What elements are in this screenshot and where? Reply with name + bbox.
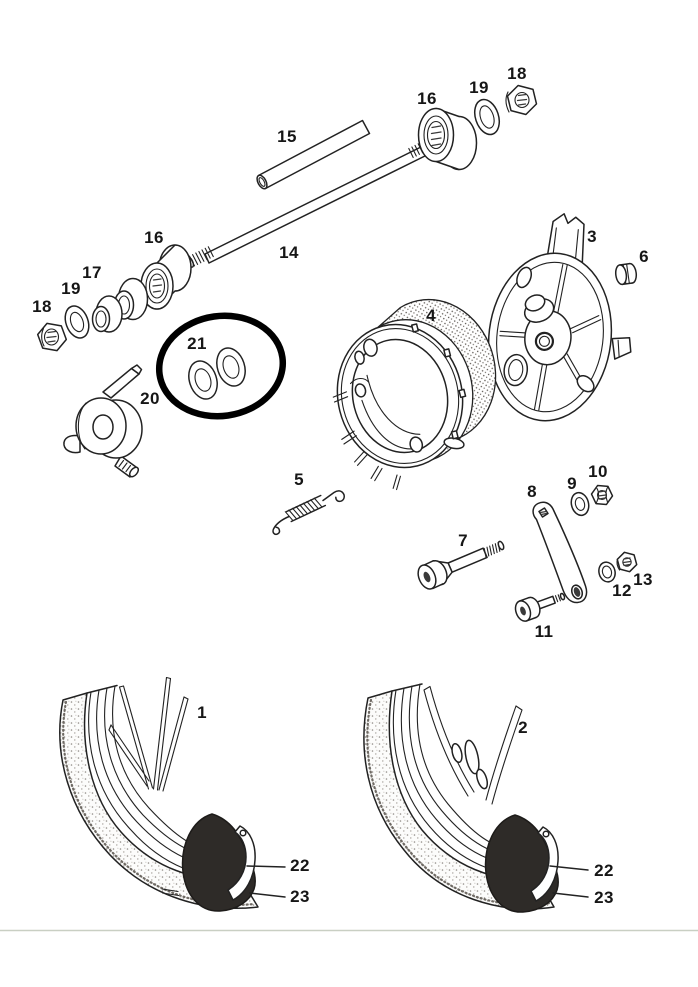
part-label-10-18: 10 [588, 462, 608, 481]
part-label-15-0: 15 [277, 127, 297, 146]
part-label-23-27: 23 [594, 888, 614, 907]
part-brake-arm-drawing [532, 501, 588, 604]
leader-23-right [552, 892, 589, 898]
part-label-6-6: 6 [639, 247, 649, 266]
part-bearing-left-drawing [140, 244, 192, 310]
part-washer-left-drawing [64, 305, 90, 339]
part-label-3-5: 3 [587, 227, 597, 246]
part-bolt-7-drawing [417, 540, 505, 590]
part-nut-10-drawing [590, 484, 614, 506]
part-washers-21-drawing [188, 347, 246, 400]
part-brake-shoes-drawing [332, 298, 497, 491]
part-label-7-15: 7 [458, 531, 468, 550]
part-label-19-2: 19 [469, 78, 489, 97]
part-label-4-13: 4 [426, 306, 436, 325]
part-washer-9-drawing [570, 491, 590, 517]
part-nut-13-drawing [616, 551, 638, 573]
part-label-16-7: 16 [144, 228, 164, 247]
highlight-circle-21 [155, 312, 287, 420]
part-bolt-11-drawing [514, 592, 566, 622]
part-label-18-3: 18 [507, 64, 527, 83]
part-label-22-24: 22 [290, 856, 310, 875]
part-actuator-drawing [63, 364, 143, 478]
part-spacer-tube-drawing [256, 119, 371, 190]
part-bearing-top-drawing [417, 107, 478, 171]
part-label-18-10: 18 [32, 297, 52, 316]
part-label-23-25: 23 [290, 887, 310, 906]
leader-22-right [549, 865, 589, 871]
leader-23-left [249, 892, 286, 898]
part-washer-top-drawing [473, 98, 501, 136]
part-label-22-26: 22 [594, 861, 614, 880]
part-plug-drawing [614, 262, 638, 286]
part-label-16-1: 16 [417, 89, 437, 108]
part-label-19-9: 19 [61, 279, 81, 298]
part-label-14-4: 14 [279, 243, 299, 262]
part-dust-covers-drawing [91, 277, 149, 333]
part-label-17-8: 17 [82, 263, 102, 282]
leader-22-left [246, 865, 286, 868]
part-label-9-17: 9 [567, 474, 577, 493]
part-wheel-cast-drawing [363, 683, 589, 913]
part-label-5-14: 5 [294, 470, 304, 489]
part-label-11-19: 11 [534, 622, 554, 641]
part-label-2-23: 2 [518, 718, 528, 737]
part-spring-drawing [272, 490, 345, 536]
part-label-8-16: 8 [527, 482, 537, 501]
part-label-20-12: 20 [140, 389, 160, 408]
part-label-1-22: 1 [197, 703, 207, 722]
part-washer-12-drawing [598, 561, 616, 583]
part-nut-top-drawing [505, 84, 538, 116]
part-wheel-spoked-drawing [59, 676, 286, 912]
part-nut-left-drawing [36, 322, 68, 352]
part-label-21-11: 21 [187, 334, 207, 353]
part-label-13-21: 13 [633, 570, 653, 589]
part-brake-plate-drawing [487, 213, 632, 422]
part-label-12-20: 12 [612, 581, 632, 600]
